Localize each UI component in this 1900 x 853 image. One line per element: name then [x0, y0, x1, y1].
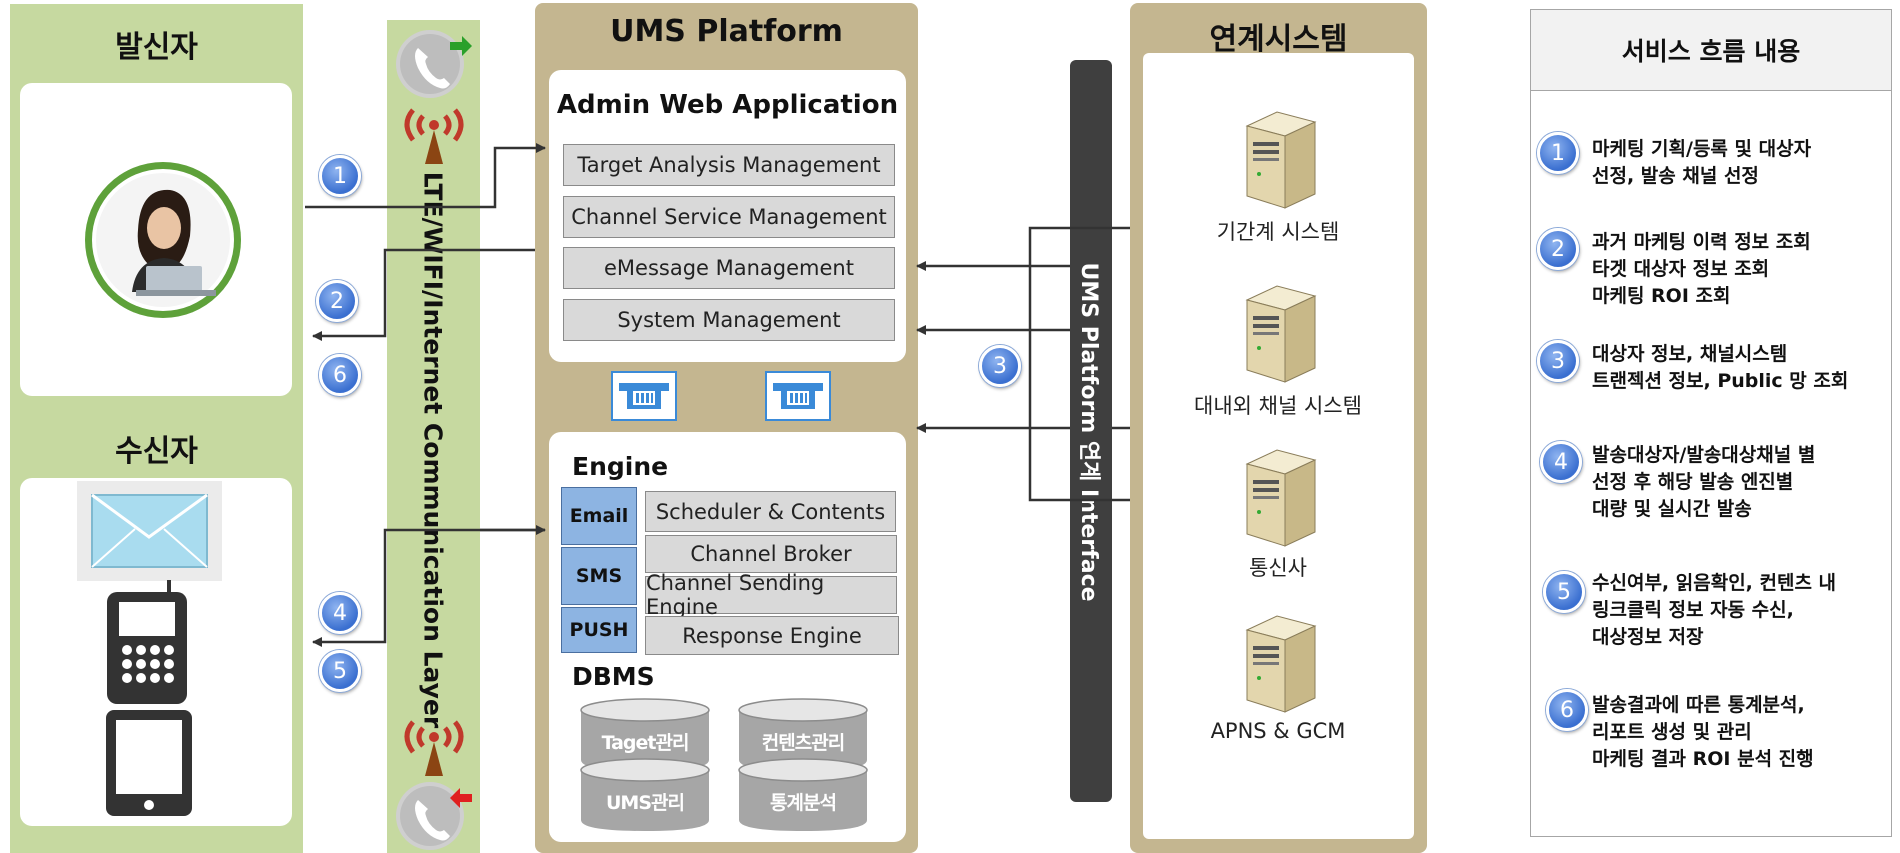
push-channel: PUSH	[561, 607, 637, 653]
channel-service-management-module: Channel Service Management	[563, 196, 895, 238]
step-marker-5: 5	[319, 650, 361, 692]
system-management-module: System Management	[563, 299, 895, 341]
contents-management-db: 컨텐츠관리	[761, 732, 845, 754]
receiver-title: 수신자	[115, 434, 198, 469]
apns-gcm-label: APNS & GCM	[1210, 719, 1346, 743]
scheduler-contents-module: Scheduler & Contents	[645, 491, 896, 532]
server-icon	[1245, 449, 1317, 547]
step-marker-4: 4	[1540, 441, 1582, 483]
database-cylinder-icon	[580, 698, 710, 771]
antenna-signal-icon	[404, 720, 464, 776]
emessage-management-module: eMessage Management	[563, 247, 895, 289]
engine-title: Engine	[572, 452, 669, 481]
service-flow-panel	[1530, 9, 1892, 837]
server-icon	[1245, 615, 1317, 713]
step-marker-1: 1	[1537, 132, 1579, 174]
antenna-signal-icon	[404, 108, 464, 164]
dbms-title: DBMS	[572, 662, 655, 691]
response-engine-module: Response Engine	[645, 616, 899, 655]
server-icon	[1245, 111, 1317, 209]
target-management-db: Taget관리	[601, 732, 690, 754]
incoming-call-icon	[396, 782, 472, 850]
service-flow-title: 서비스 흐름 내용	[1621, 37, 1801, 66]
statistics-analysis-db: 통계분석	[770, 792, 837, 814]
step-marker-2: 2	[1537, 228, 1579, 270]
ums-platform-title: UMS Platform	[610, 14, 843, 49]
interface-bar	[1070, 60, 1112, 802]
sms-channel: SMS	[561, 547, 637, 605]
target-analysis-management-module: Target Analysis Management	[563, 144, 895, 186]
step-marker-5: 5	[1543, 571, 1585, 613]
operator-person-icon	[85, 162, 241, 318]
step-marker-3: 3	[1537, 340, 1579, 382]
step-marker-2: 2	[316, 280, 358, 322]
outgoing-call-icon	[396, 30, 472, 98]
telecom-label: 통신사	[1249, 556, 1307, 580]
step-marker-6: 6	[319, 354, 361, 396]
ums-management-db: UMS관리	[606, 792, 685, 814]
step-marker-4: 4	[319, 592, 361, 634]
service-flow-header	[1531, 10, 1891, 91]
linked-systems-title: 연계시스템	[1209, 22, 1348, 57]
sender-title: 발신자	[115, 30, 198, 65]
step-marker-6: 6	[1546, 689, 1588, 731]
database-cylinder-icon	[580, 758, 710, 831]
database-cylinder-icon	[738, 758, 868, 831]
admin-web-application-title: Admin Web Application	[556, 90, 899, 120]
tablet-icon	[106, 710, 192, 816]
email-channel: Email	[561, 487, 637, 545]
step-marker-1: 1	[319, 155, 361, 197]
email-envelope-icon	[77, 481, 222, 581]
server-icon	[1245, 285, 1317, 383]
mobile-phone-icon	[107, 580, 187, 704]
core-system-label: 기간계 시스템	[1216, 220, 1340, 244]
channel-broker-module: Channel Broker	[645, 535, 897, 573]
database-cylinder-icon	[738, 698, 868, 771]
channel-system-label: 대내외 채널 시스템	[1194, 394, 1362, 418]
connector-icon	[611, 371, 677, 421]
connector-icon	[765, 371, 831, 421]
step-marker-3: 3	[979, 345, 1021, 387]
